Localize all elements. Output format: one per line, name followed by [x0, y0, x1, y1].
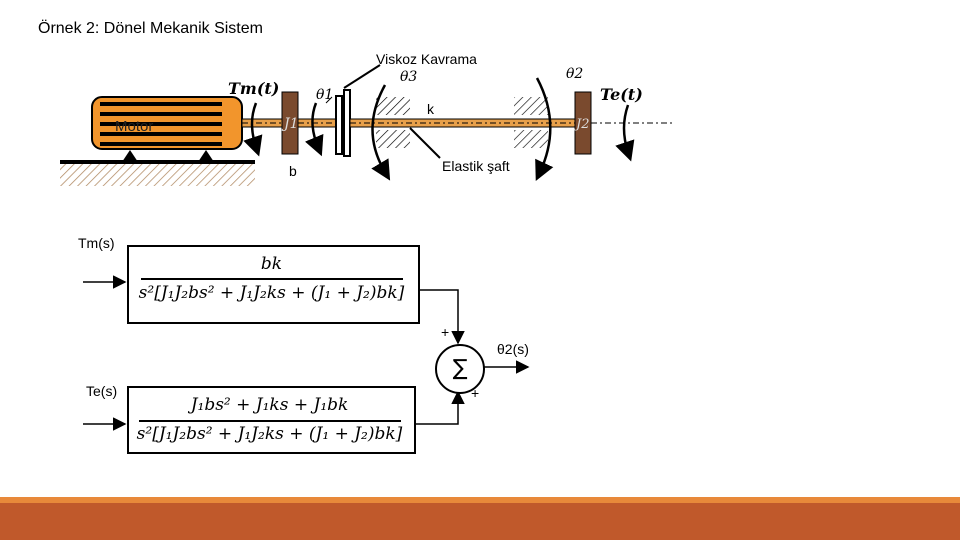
rotation-arrow-theta1: [304, 102, 324, 157]
viscous-coupling-plate-1: [335, 95, 343, 155]
leader-elastic-shaft: [409, 127, 441, 159]
rotation-arrow-theta3: [371, 84, 391, 181]
theta1-label: θ1: [316, 87, 334, 103]
sum-sign-bottom: +: [471, 385, 480, 401]
wire-bottom-to-sum: [414, 390, 465, 425]
theta3-label: θ3: [400, 69, 418, 85]
damping-label: b: [289, 163, 297, 179]
leader-viscous-coupling: [343, 64, 381, 89]
torque-load-label: Te(t): [600, 85, 643, 104]
transfer-function-block-bottom: J₁bs² + J₁ks + J₁bk s²[J₁J₂bs² + J₁J₂ks …: [127, 386, 416, 454]
summing-junction: ∑: [435, 344, 485, 394]
tf-bottom-fraction-bar: [139, 420, 401, 422]
bearing-1-bottom: [376, 130, 410, 148]
ground-hatch: [60, 162, 255, 186]
bearing-2-bottom: [514, 130, 548, 148]
sum-icon: ∑: [452, 356, 468, 381]
inertia-j2-label: J2: [576, 117, 590, 132]
footer-band: [0, 497, 960, 540]
torque-motor-label: Tm(t): [228, 79, 280, 98]
mechanical-system-diagram: [60, 64, 675, 186]
block-diagram-wiring: [83, 275, 530, 431]
bearing-2-top: [514, 97, 548, 115]
tf-top-numerator: bk: [260, 254, 283, 274]
rotation-arrow-tm: [243, 102, 263, 157]
slide-title: Örnek 2: Dönel Mekanik Sistem: [38, 20, 263, 37]
wire-top-to-sum: [418, 289, 465, 345]
motor-label: Motor: [115, 118, 154, 135]
elastic-shaft-label: Elastik şaft: [442, 158, 510, 174]
input-top-label: Tm(s): [78, 235, 115, 251]
leader-theta1: [325, 96, 333, 104]
theta2-label: θ2: [566, 66, 584, 82]
rotation-arrow-theta2: [535, 77, 554, 182]
viscous-coupling-label: Viskoz Kavrama: [376, 51, 477, 67]
tf-top-fraction-bar: [141, 278, 403, 280]
motor-foot-right: [198, 150, 214, 162]
bearing-1-top: [376, 97, 410, 115]
output-label: θ2(s): [497, 341, 529, 357]
tf-bottom-numerator: J₁bs² + J₁ks + J₁bk: [190, 395, 349, 415]
transfer-function-block-top: bk s²[J₁J₂bs² + J₁J₂ks + (J₁ + J₂)bk]: [127, 245, 420, 324]
stiffness-label: k: [427, 101, 434, 117]
sum-sign-top: +: [441, 324, 450, 340]
inertia-j1-label: J1: [284, 116, 299, 132]
footer-accent-stripe: [0, 497, 960, 503]
motor-foot-left: [122, 150, 138, 162]
tf-top-denominator: s²[J₁J₂bs² + J₁J₂ks + (J₁ + J₂)bk]: [138, 283, 405, 303]
input-bottom-label: Te(s): [86, 383, 118, 399]
tf-bottom-denominator: s²[J₁J₂bs² + J₁J₂ks + (J₁ + J₂)bk]: [136, 424, 403, 444]
rotation-arrow-te: [615, 104, 635, 162]
